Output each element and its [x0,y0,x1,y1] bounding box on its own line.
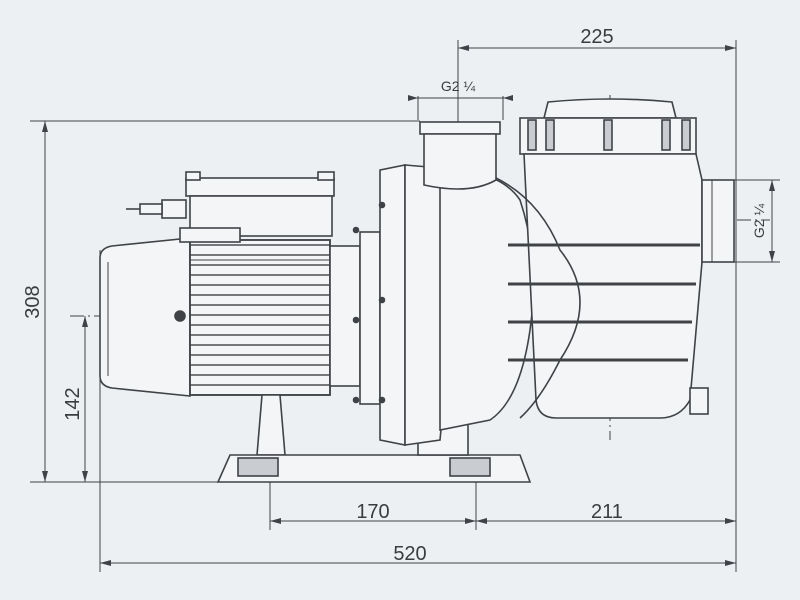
pump-housing [352,121,535,446]
dimension-arrows [42,45,775,566]
dim-width-total: 520 [393,543,426,565]
dim-foot-to-end: 211 [591,501,623,523]
outlet-thread-label: G2 ¼ [441,78,476,94]
inlet-thread-label: G2 ¼ [751,204,767,239]
dimension-labels: 225 170 211 520 308 142 G2 ¼ G2 ¼ [22,26,767,565]
motor [99,231,381,405]
dim-outlet-offset: 225 [580,26,613,48]
terminal-box [126,171,335,243]
strainer-housing [495,98,735,419]
dim-height-total: 308 [22,285,44,318]
dim-shaft-height: 142 [62,387,84,420]
dim-motor-to-foot: 170 [356,501,389,523]
